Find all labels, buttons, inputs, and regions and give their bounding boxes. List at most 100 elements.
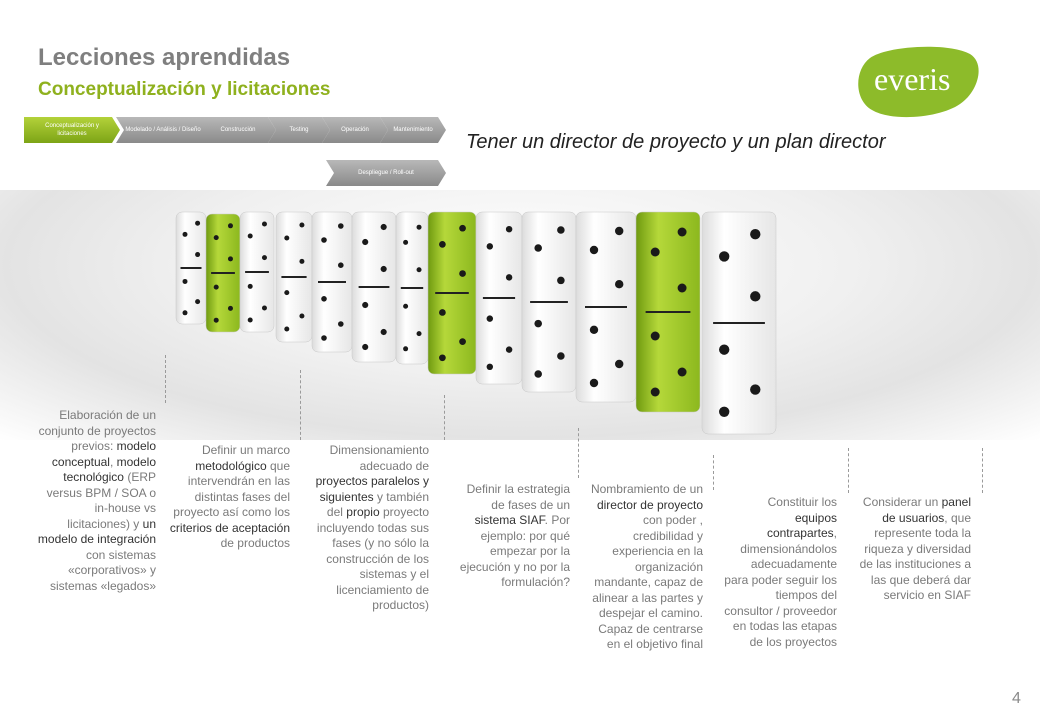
- domino-pip: [650, 247, 660, 257]
- connector-line: [848, 448, 849, 493]
- domino-pip: [213, 284, 219, 290]
- connector-line: [165, 355, 166, 403]
- domino-pip: [195, 299, 201, 305]
- domino-pip: [719, 406, 730, 417]
- slide-subtitle: Conceptualización y licitaciones: [38, 79, 331, 100]
- domino-pip: [403, 303, 409, 309]
- domino-pip: [459, 270, 466, 277]
- domino-pip: [486, 363, 494, 371]
- domino-pip: [182, 310, 188, 316]
- domino-pip: [284, 290, 290, 296]
- domino-pip: [182, 278, 188, 284]
- domino-pip: [677, 227, 687, 237]
- domino-pip: [362, 343, 369, 351]
- domino-pip: [534, 370, 542, 378]
- domino-pip: [321, 296, 327, 302]
- domino-pip: [534, 319, 542, 328]
- domino-pip: [677, 283, 687, 293]
- process-step: Despliegue / Roll-out: [326, 160, 446, 186]
- domino-pip: [589, 245, 599, 255]
- domino-pip: [750, 291, 761, 302]
- domino-pip: [338, 223, 344, 229]
- connector-line: [713, 455, 714, 490]
- domino-pip: [284, 235, 290, 241]
- domino-pip: [227, 223, 233, 229]
- domino-pip: [299, 313, 305, 319]
- svg-text:everis: everis: [874, 61, 950, 97]
- domino-pip: [247, 233, 253, 239]
- domino-pip: [505, 225, 513, 233]
- domino-illustration: [175, 211, 777, 435]
- domino-pip: [750, 384, 761, 395]
- domino-pip: [589, 325, 599, 334]
- domino-pip: [299, 222, 305, 228]
- domino-pip: [195, 252, 201, 258]
- page-number: 4: [1012, 690, 1021, 707]
- domino-pip: [750, 229, 761, 240]
- domino-pip: [650, 387, 660, 397]
- domino-pip: [403, 346, 409, 352]
- domino-pip: [439, 241, 446, 248]
- domino-pip: [439, 309, 446, 316]
- domino-pip: [321, 335, 327, 341]
- domino-pip: [227, 256, 233, 262]
- domino-pip: [213, 235, 219, 241]
- domino-pip: [213, 317, 219, 323]
- domino-pip: [416, 331, 422, 337]
- everis-logo: everis: [858, 46, 979, 118]
- lesson-text: Nombramiento de un director de proyecto …: [590, 482, 703, 651]
- domino-pip: [505, 274, 513, 281]
- domino-pip: [227, 305, 233, 311]
- process-step: Mantenimiento: [380, 117, 446, 143]
- lesson-text: Definir un marco metodológico que interv…: [169, 443, 290, 550]
- domino-pip: [505, 346, 513, 353]
- connector-line: [300, 370, 301, 440]
- domino-pip: [615, 280, 624, 289]
- domino-pip: [719, 344, 730, 355]
- domino-pip: [439, 354, 446, 362]
- domino-pip: [557, 352, 565, 360]
- domino-pip: [182, 231, 188, 237]
- lesson-text: Definir la estrategia de fases de un sis…: [459, 482, 570, 589]
- domino-pip: [321, 237, 327, 243]
- process-step: Construcción: [200, 117, 276, 143]
- domino-pip: [486, 315, 494, 322]
- domino-pip: [247, 283, 253, 289]
- domino-pip: [589, 378, 599, 388]
- domino-pip: [534, 244, 542, 252]
- slide-title: Lecciones aprendidas: [38, 44, 291, 71]
- domino-pip: [557, 276, 565, 285]
- connector-line: [578, 428, 579, 478]
- domino-pip: [615, 226, 624, 236]
- domino-pip: [677, 367, 687, 377]
- domino-pip: [380, 265, 387, 273]
- lesson-text: Elaboración de un conjunto de proyectos …: [37, 408, 156, 593]
- domino-pip: [195, 220, 201, 226]
- domino-pip: [380, 328, 387, 336]
- domino-pip: [261, 255, 267, 261]
- connector-line: [444, 395, 445, 440]
- connector-line: [982, 448, 983, 493]
- domino-pip: [416, 267, 422, 273]
- tagline: Tener un director de proyecto y un plan …: [466, 131, 886, 153]
- domino-pip: [380, 223, 387, 231]
- domino-pip: [459, 224, 466, 232]
- domino-pip: [338, 262, 344, 268]
- domino-pip: [650, 331, 660, 341]
- domino-pip: [486, 243, 494, 250]
- lesson-text: Dimensionamiento adecuado de proyectos p…: [315, 443, 429, 612]
- domino-pip: [416, 224, 422, 230]
- domino-pip: [362, 238, 369, 246]
- domino-pip: [338, 321, 344, 327]
- domino-pip: [362, 301, 369, 309]
- process-step: Modelado / Análisis / Diseño: [116, 117, 210, 143]
- process-step: Conceptualización y licitaciones: [24, 117, 120, 143]
- domino-pip: [299, 258, 305, 264]
- domino-pip: [719, 251, 730, 262]
- lesson-text: Considerar un panel de usuarios, que rep…: [859, 495, 971, 602]
- domino-pip: [284, 326, 290, 332]
- lesson-text: Constituir los equipos contrapartes, dim…: [724, 495, 837, 649]
- domino-pip: [615, 359, 624, 369]
- process-step: Operación: [322, 117, 388, 143]
- domino-pip: [557, 226, 565, 234]
